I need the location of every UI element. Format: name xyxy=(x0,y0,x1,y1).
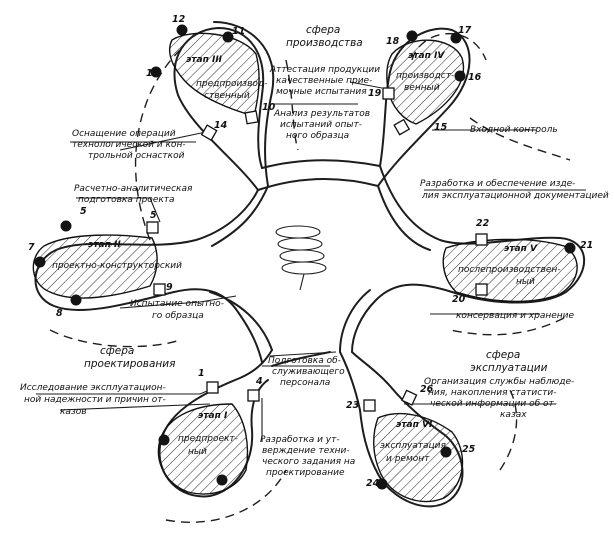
activity-20-line1: консервация и хранение xyxy=(456,311,575,321)
flow-dashes xyxy=(49,33,571,523)
node-number-11: 11 xyxy=(232,26,245,37)
node-number-24: 24 xyxy=(366,478,380,489)
lobe-IV xyxy=(386,39,465,125)
activity-labels: Аттестация продукции качественные прие- … xyxy=(20,65,609,478)
activity-9-line2: го образца xyxy=(152,311,204,321)
stage-III-title: этап III xyxy=(186,55,223,65)
activity-1-line3: казов xyxy=(60,407,87,417)
sphere-production-line2: производства xyxy=(286,37,363,49)
node-number-22: 22 xyxy=(476,218,490,229)
sphere-operation-line2: эксплуатации xyxy=(470,362,548,374)
activity-5-line2: подготовка проекта xyxy=(78,195,175,205)
activity-26-line2: ния, накопления статисти- xyxy=(428,388,556,398)
node-numbers: 1 4 5 5 7 8 9 10 11 12 13 14 15 16 17 18… xyxy=(28,14,593,489)
activity-19-line2: качественные прие- xyxy=(276,76,372,86)
node-number-15: 15 xyxy=(434,122,448,133)
control-boxes xyxy=(146,87,488,412)
lobe-II xyxy=(32,234,158,299)
stage-I-line2: ный xyxy=(188,447,207,457)
activity-4-line4: проектирование xyxy=(266,468,345,478)
stage-VI-line2: и ремонт xyxy=(386,454,430,464)
node-number-16: 16 xyxy=(468,72,482,83)
sphere-operation-line1: сфера xyxy=(486,349,520,361)
spring-icon xyxy=(275,225,327,291)
activity-23-line2: служивающего xyxy=(272,367,345,377)
node-number-5: 5 xyxy=(150,210,157,221)
node-number-1: 1 xyxy=(198,368,205,379)
activity-14-line2: технологической и кон- xyxy=(72,140,186,150)
node-number-26: 26 xyxy=(420,384,434,395)
sphere-labels: сфера производства сфера проектирования … xyxy=(84,24,548,374)
node-number-10: 10 xyxy=(262,102,276,113)
activity-5-line1: Расчетно-аналитическая xyxy=(74,184,193,194)
sphere-design-line2: проектирования xyxy=(84,358,175,370)
stage-VI-title: этап VI xyxy=(396,420,433,430)
node-number-17: 17 xyxy=(458,25,472,36)
stage-II-line1: проектно-конструкторский xyxy=(52,261,182,271)
activity-10-line2: испытаний опыт- xyxy=(280,120,362,130)
activity-9-line1: Испытание опытно- xyxy=(130,299,224,309)
stage-I-title: этап I xyxy=(198,411,228,421)
lobe-VI xyxy=(373,412,464,503)
activity-14-line3: трольной оснасткой xyxy=(88,151,185,161)
node-number-9: 9 xyxy=(166,282,173,293)
activity-26-line4: казах xyxy=(500,410,527,420)
stage-III-line2: ственный xyxy=(204,91,250,101)
activity-26-line1: Организация службы наблюде- xyxy=(424,377,574,387)
activity-4-line2: верждение техни- xyxy=(262,446,350,456)
activity-10-line3: ного образца xyxy=(286,131,349,141)
activity-19-line3: мочные испытания xyxy=(276,87,367,97)
sphere-design-line1: сфера xyxy=(100,345,134,357)
node-number-12: 12 xyxy=(172,14,186,25)
activity-4-line3: ческого задания на xyxy=(262,457,355,467)
stage-III-line1: предпроизвод- xyxy=(196,79,267,89)
stage-IV-line2: венный xyxy=(404,83,440,93)
node-number-4: 4 xyxy=(255,376,263,387)
stage-V-line1: послепроизводствен- xyxy=(458,265,561,275)
stage-lobes xyxy=(32,32,578,503)
node-number-18: 18 xyxy=(386,36,400,47)
activity-23-line3: персонала xyxy=(280,378,330,388)
node-number-7: 7 xyxy=(28,242,35,253)
stage-IV-title: этап IV xyxy=(408,51,445,61)
stage-V-line2: ный xyxy=(516,277,535,287)
stage-V-title: этап V xyxy=(504,244,538,254)
stage-II-title: этап II xyxy=(88,240,121,250)
activity-10-line1: Анализ результатов xyxy=(273,109,370,119)
stage-labels: этап III предпроизвод- ственный этап IV … xyxy=(52,51,561,464)
node-number-19: 19 xyxy=(368,88,382,99)
node-number-14: 14 xyxy=(214,120,228,131)
stage-I-line1: предпроект- xyxy=(178,434,238,444)
sphere-production-line1: сфера xyxy=(306,24,340,36)
activity-1-line2: ной надежности и причин от- xyxy=(24,395,166,405)
activity-19-line1: Аттестация продукции xyxy=(269,65,380,75)
activity-26-line3: ческой информации об от- xyxy=(430,399,557,409)
stage-IV-line1: производст- xyxy=(396,71,454,81)
stage-dots xyxy=(34,24,576,490)
node-number-20: 20 xyxy=(452,294,466,305)
lobe-I xyxy=(157,403,249,495)
node-number-8: 8 xyxy=(56,308,63,319)
activity-22-line2: лия эксплуатационной документацией xyxy=(421,191,609,201)
node-number-23: 23 xyxy=(346,400,360,411)
node-number-13: 13 xyxy=(146,68,160,79)
node-number-21: 21 xyxy=(580,240,593,251)
node-number-25: 25 xyxy=(462,444,476,455)
activity-1-line1: Исследование эксплуатацион- xyxy=(20,383,166,393)
activity-15-line1: Входной контроль xyxy=(470,125,558,135)
stage-VI-line1: эксплуатация xyxy=(380,441,447,451)
activity-22-line1: Разработка и обеспечение изде- xyxy=(420,179,575,189)
activity-4-line1: Разработка и ут- xyxy=(260,435,340,445)
node-number-5b: 5 xyxy=(80,206,87,217)
activity-23-line1: Подготовка об- xyxy=(268,356,341,366)
activity-14-line1: Оснащение операций xyxy=(72,129,176,139)
